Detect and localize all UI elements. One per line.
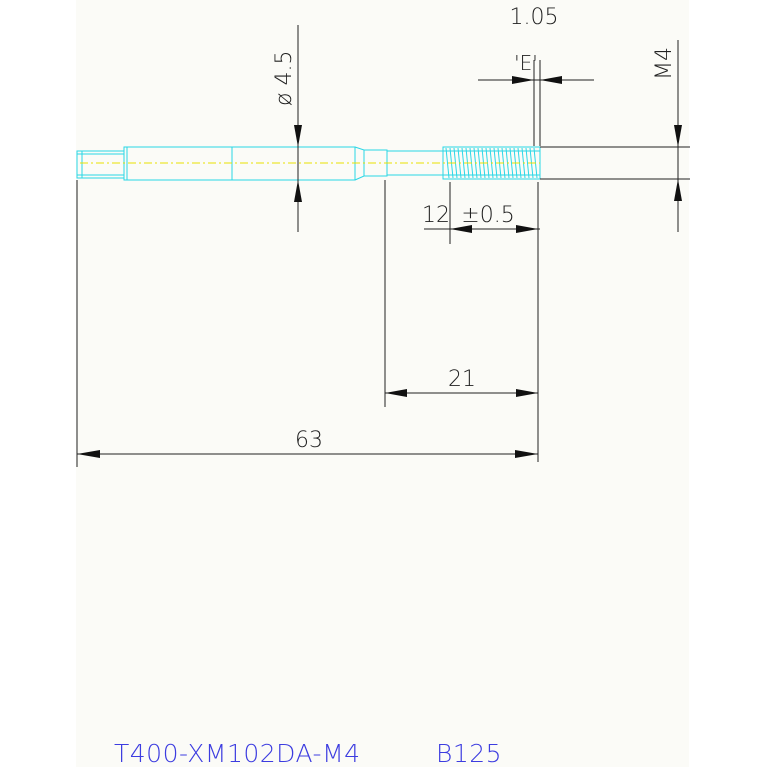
thread-crest-line (445, 147, 450, 179)
thread-value: M4 (652, 47, 677, 80)
thread-crest-line (461, 147, 466, 179)
diameter-dimension: ø 4.5 (272, 25, 302, 232)
thread-crest-line (525, 147, 530, 179)
thread-crest-line (509, 147, 514, 179)
thread-crest-line (477, 147, 482, 179)
neck-length-dimension: 21 (384, 180, 538, 407)
thread-length-value: 12 (422, 203, 450, 228)
diameter-value: ø 4.5 (272, 51, 297, 106)
overall-length-dimension: 63 (76, 180, 538, 467)
overall-length-value: 63 (295, 428, 323, 453)
chamfer-dimension: 1.05 'E' (478, 5, 594, 146)
neck-length-value: 21 (448, 367, 476, 392)
part-code: B125 (436, 739, 502, 767)
thread-length-dimension: 12 ±0.5 (422, 182, 540, 462)
thread-tolerance: ±0.5 (461, 203, 514, 228)
thread-dimension: M4 (652, 40, 682, 232)
chamfer-value: 1.05 (510, 5, 559, 30)
part-number: T400-XM102DA-M4 (114, 739, 361, 767)
chamfer-label: 'E' (514, 51, 538, 75)
thread-crest-line (493, 147, 498, 179)
tap-tool-outline (76, 146, 690, 181)
tool-square-end (76, 150, 125, 179)
drawing-sheet (76, 0, 689, 767)
